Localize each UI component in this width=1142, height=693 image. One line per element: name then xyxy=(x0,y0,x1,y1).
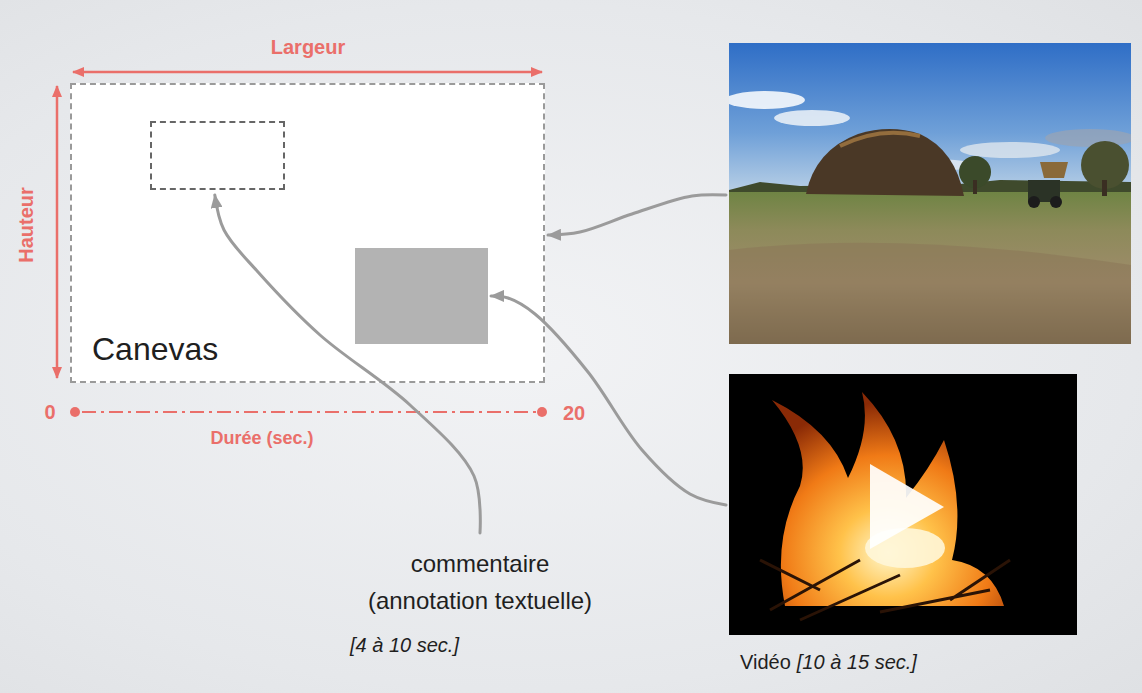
canvas-frame: Canevas xyxy=(70,83,545,383)
timeline-tick: 20 xyxy=(563,402,585,425)
tractor-wheel xyxy=(1050,196,1062,208)
video-frame: Vidéo[10 à 15 sec.] xyxy=(729,374,1077,635)
branches xyxy=(760,560,1010,620)
cloud xyxy=(729,91,805,109)
tree-trunk xyxy=(1102,180,1107,196)
comment-note: commentaire (annotation textuelle) [4 à 1… xyxy=(350,545,610,657)
width-arrow xyxy=(73,71,542,74)
fire xyxy=(772,392,1004,606)
tractor-bucket xyxy=(1040,162,1068,178)
timeline-label: Durée (sec.) xyxy=(210,428,313,449)
connector-arrow xyxy=(215,195,481,533)
height-arrow xyxy=(56,86,59,378)
cloud xyxy=(774,110,850,126)
media-title: Vidéo xyxy=(740,650,791,674)
dimension-label: Largeur xyxy=(271,36,345,59)
video-caption: Vidéo[10 à 15 sec.] xyxy=(740,650,917,674)
field-shadow xyxy=(729,243,1131,344)
text-placeholder xyxy=(150,121,285,190)
canvas-title: Canevas xyxy=(92,331,218,367)
brush-pile xyxy=(806,129,964,196)
tractor-wheel xyxy=(1028,196,1040,208)
field xyxy=(729,192,1131,344)
canvas-ground xyxy=(70,83,545,383)
timeline-dot xyxy=(70,407,80,417)
photo xyxy=(729,43,1131,344)
comment-text: commentaire (annotation textuelle) xyxy=(350,545,610,619)
pile-light xyxy=(840,133,920,146)
connector-arrow xyxy=(548,195,726,235)
timeline-tick: 0 xyxy=(44,401,55,424)
duration-note: [10 à 15 sec.] xyxy=(797,650,917,674)
tree-trunk xyxy=(973,180,977,194)
cloud xyxy=(1045,129,1131,147)
video-placeholder xyxy=(355,248,488,344)
dimension-label: Hauteur xyxy=(15,187,38,263)
play-button xyxy=(870,464,944,549)
cloud xyxy=(960,142,1060,158)
video xyxy=(729,374,1077,635)
duration-note: [4 à 10 sec.] xyxy=(350,633,610,657)
photo-frame xyxy=(729,43,1131,344)
connector-arrow xyxy=(491,296,726,505)
timeline-dot xyxy=(537,407,547,417)
timeline xyxy=(82,411,536,413)
video-ground xyxy=(729,374,1077,635)
